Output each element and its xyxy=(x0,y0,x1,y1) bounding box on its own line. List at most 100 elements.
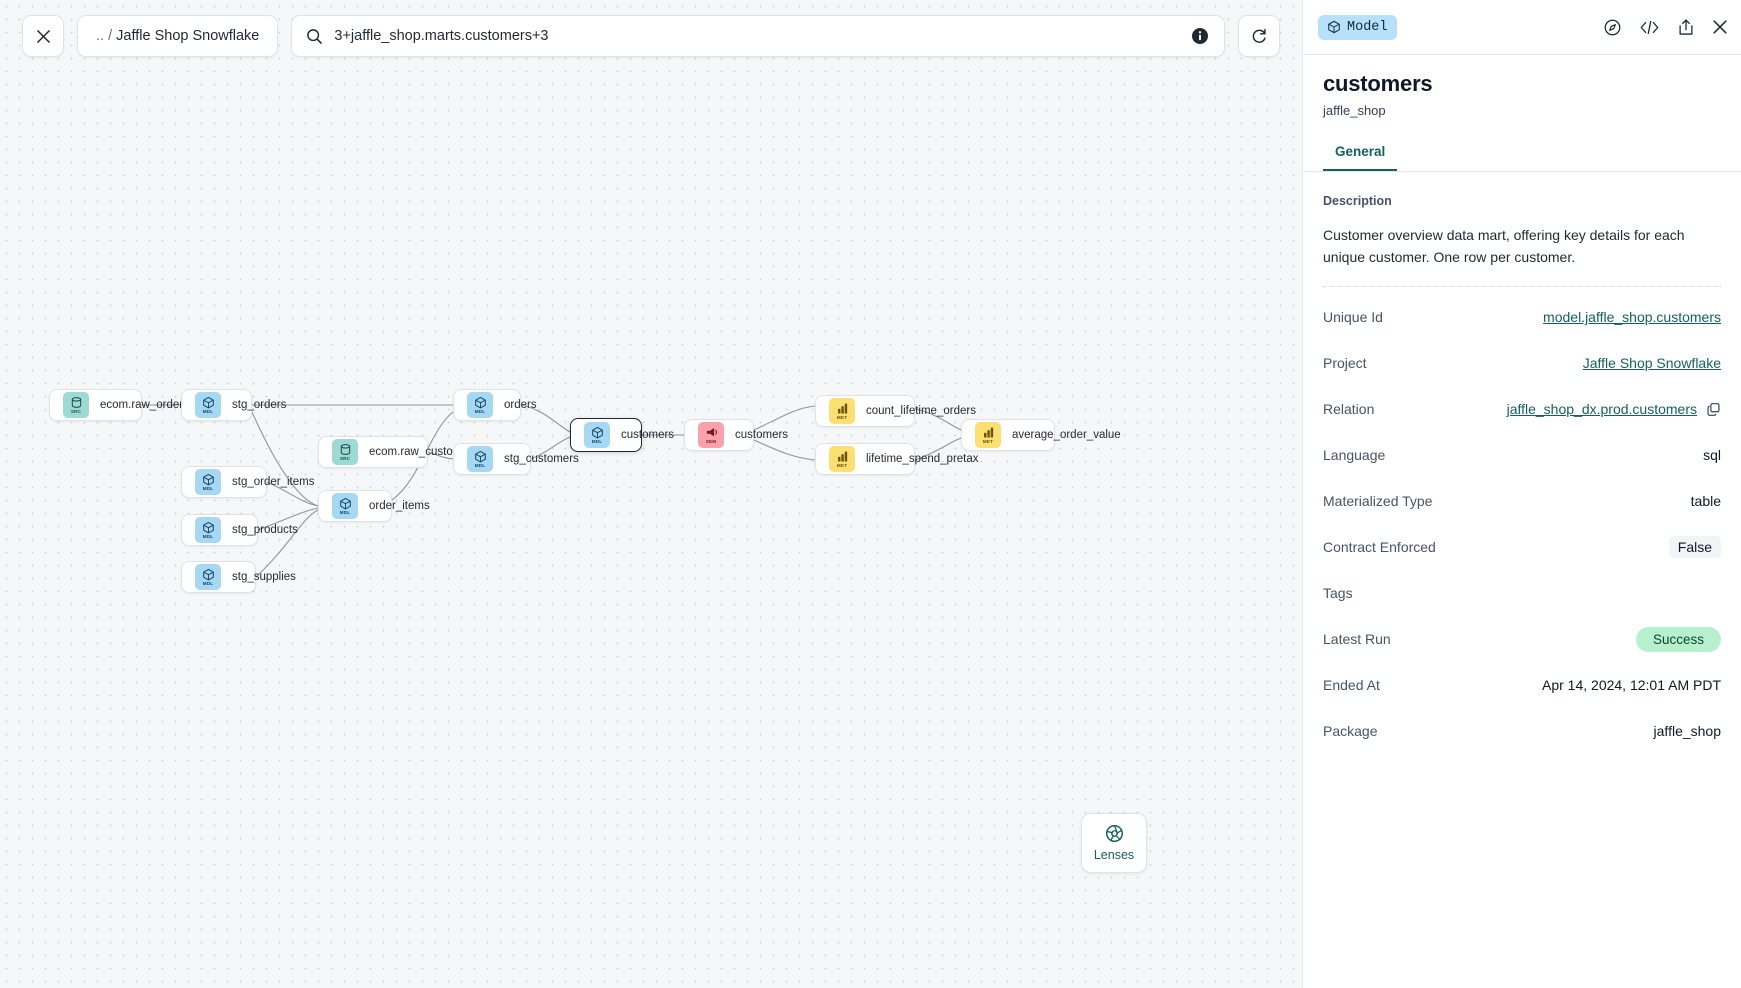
panel-actions xyxy=(1603,18,1728,37)
property-value-chip: False xyxy=(1668,536,1721,558)
property-row: Language sql xyxy=(1323,439,1721,471)
node-label: ecom.raw_customers xyxy=(369,446,479,458)
graph-node-stg_orders[interactable]: MDL stg_orders xyxy=(181,389,286,421)
share-icon xyxy=(1679,18,1693,35)
node-type-badge-src-icon: SRC xyxy=(63,392,89,418)
graph-node-orders[interactable]: MDL orders xyxy=(453,389,537,421)
property-key: Relation xyxy=(1323,401,1375,417)
close-panel-button[interactable] xyxy=(1712,19,1728,35)
compass-icon xyxy=(1604,19,1621,35)
cube-icon xyxy=(1328,20,1340,34)
explore-button[interactable] xyxy=(1603,18,1622,37)
graph-node-stg_order_items[interactable]: MDL stg_order_items xyxy=(181,466,314,498)
node-label: stg_products xyxy=(232,524,298,536)
graph-node-order_items[interactable]: MDL order_items xyxy=(318,490,430,522)
panel-tabs: General xyxy=(1303,144,1741,172)
node-type-badge-mdl-icon: MDL xyxy=(467,446,493,472)
property-key: Package xyxy=(1323,723,1378,739)
property-key: Latest Run xyxy=(1323,631,1391,647)
node-label: stg_order_items xyxy=(232,476,315,488)
code-button[interactable] xyxy=(1639,18,1660,37)
property-key: Materialized Type xyxy=(1323,493,1433,509)
search-input[interactable] xyxy=(334,28,1179,44)
status-badge: Success xyxy=(1635,627,1721,652)
node-label: count_lifetime_orders xyxy=(866,405,976,417)
info-icon[interactable] xyxy=(1190,26,1210,46)
graph-node-stg_customers[interactable]: MDL stg_customers xyxy=(453,443,579,475)
property-key: Language xyxy=(1323,447,1386,463)
code-icon xyxy=(1640,20,1659,34)
description-label: Description xyxy=(1323,194,1392,208)
property-row: Materialized Type table xyxy=(1323,485,1721,517)
node-label: order_items xyxy=(369,500,430,512)
node-label: lifetime_spend_pretax xyxy=(866,453,979,465)
graph-node-average_order_value[interactable]: MET average_order_value xyxy=(961,419,1121,451)
search-bar[interactable] xyxy=(291,15,1225,57)
node-type-badge-mdl-icon: MDL xyxy=(584,422,610,448)
property-row: Latest Run Success xyxy=(1323,623,1721,655)
node-type-badge-mdl-icon: MDL xyxy=(195,392,221,418)
share-button[interactable] xyxy=(1677,18,1695,37)
node-type-badge-mdl-icon: MDL xyxy=(195,564,221,590)
breadcrumb-project: Jaffle Shop Snowflake xyxy=(116,28,260,44)
node-type-badge-mdl-icon: MDL xyxy=(332,493,358,519)
breadcrumb-prefix: .. / xyxy=(96,28,113,44)
lens-icon xyxy=(1105,824,1123,843)
property-row: Package jaffle_shop xyxy=(1323,715,1721,747)
close-icon xyxy=(36,29,50,43)
node-type-badge-mdl-icon: MDL xyxy=(195,469,221,495)
panel-title-block: customers jaffle_shop xyxy=(1303,55,1741,118)
property-key: Project xyxy=(1323,355,1367,371)
property-value: jaffle_shop xyxy=(1653,723,1721,739)
node-label: average_order_value xyxy=(1012,429,1121,441)
node-type-badge-mdl-icon: MDL xyxy=(467,392,493,418)
panel-body: Description Customer overview data mart,… xyxy=(1303,172,1741,988)
refresh-icon xyxy=(1252,28,1266,43)
breadcrumb[interactable]: .. / Jaffle Shop Snowflake xyxy=(77,15,279,57)
lenses-button[interactable]: Lenses xyxy=(1081,813,1147,873)
property-key: Ended At xyxy=(1323,677,1380,693)
graph-node-customers_model[interactable]: MDL customers xyxy=(570,418,674,452)
resource-type-chip[interactable]: Model xyxy=(1318,14,1397,40)
close-lineage-button[interactable] xyxy=(22,15,64,57)
property-link[interactable]: jaffle_shop_dx.prod.customers xyxy=(1506,401,1697,417)
tab-general[interactable]: General xyxy=(1323,144,1398,171)
description-text: Customer overview data mart, offering ke… xyxy=(1323,227,1685,265)
property-key: Contract Enforced xyxy=(1323,539,1436,555)
copy-icon[interactable] xyxy=(1706,402,1721,417)
property-link[interactable]: model.jaffle_shop.customers xyxy=(1543,309,1721,325)
panel-header-divider xyxy=(1303,54,1741,55)
panel-subtitle: jaffle_shop xyxy=(1323,103,1386,118)
node-label: customers xyxy=(621,429,675,441)
property-row: Project Jaffle Shop Snowflake xyxy=(1323,347,1721,379)
property-key: Tags xyxy=(1323,585,1353,601)
node-label: stg_orders xyxy=(232,399,287,411)
node-label: orders xyxy=(504,399,537,411)
refresh-button[interactable] xyxy=(1238,15,1280,57)
node-type-badge-met-icon: MET xyxy=(829,446,855,472)
lineage-toolbar: .. / Jaffle Shop Snowflake xyxy=(0,0,1302,72)
property-value: table xyxy=(1690,493,1721,509)
property-row: Unique Id model.jaffle_shop.customers xyxy=(1323,301,1721,333)
property-key: Unique Id xyxy=(1323,309,1383,325)
search-icon xyxy=(307,28,323,44)
page-title: customers xyxy=(1323,71,1433,96)
node-type-badge-met-icon: MET xyxy=(975,422,1001,448)
graph-node-lifetime_spend_pretax[interactable]: MET lifetime_spend_pretax xyxy=(815,443,979,475)
property-value: sql xyxy=(1703,447,1721,463)
description-divider xyxy=(1323,286,1721,287)
property-link[interactable]: Jaffle Shop Snowflake xyxy=(1582,355,1721,371)
node-label: stg_customers xyxy=(504,453,579,465)
panel-header: Model xyxy=(1303,0,1741,54)
